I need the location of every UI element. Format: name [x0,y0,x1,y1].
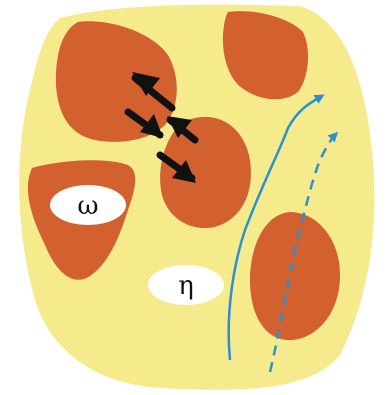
omega-label: ω [50,185,126,225]
obstacle-center [160,117,251,228]
eta-label: η [148,265,224,305]
omega-symbol: ω [77,191,98,221]
eta-symbol: η [178,271,194,301]
